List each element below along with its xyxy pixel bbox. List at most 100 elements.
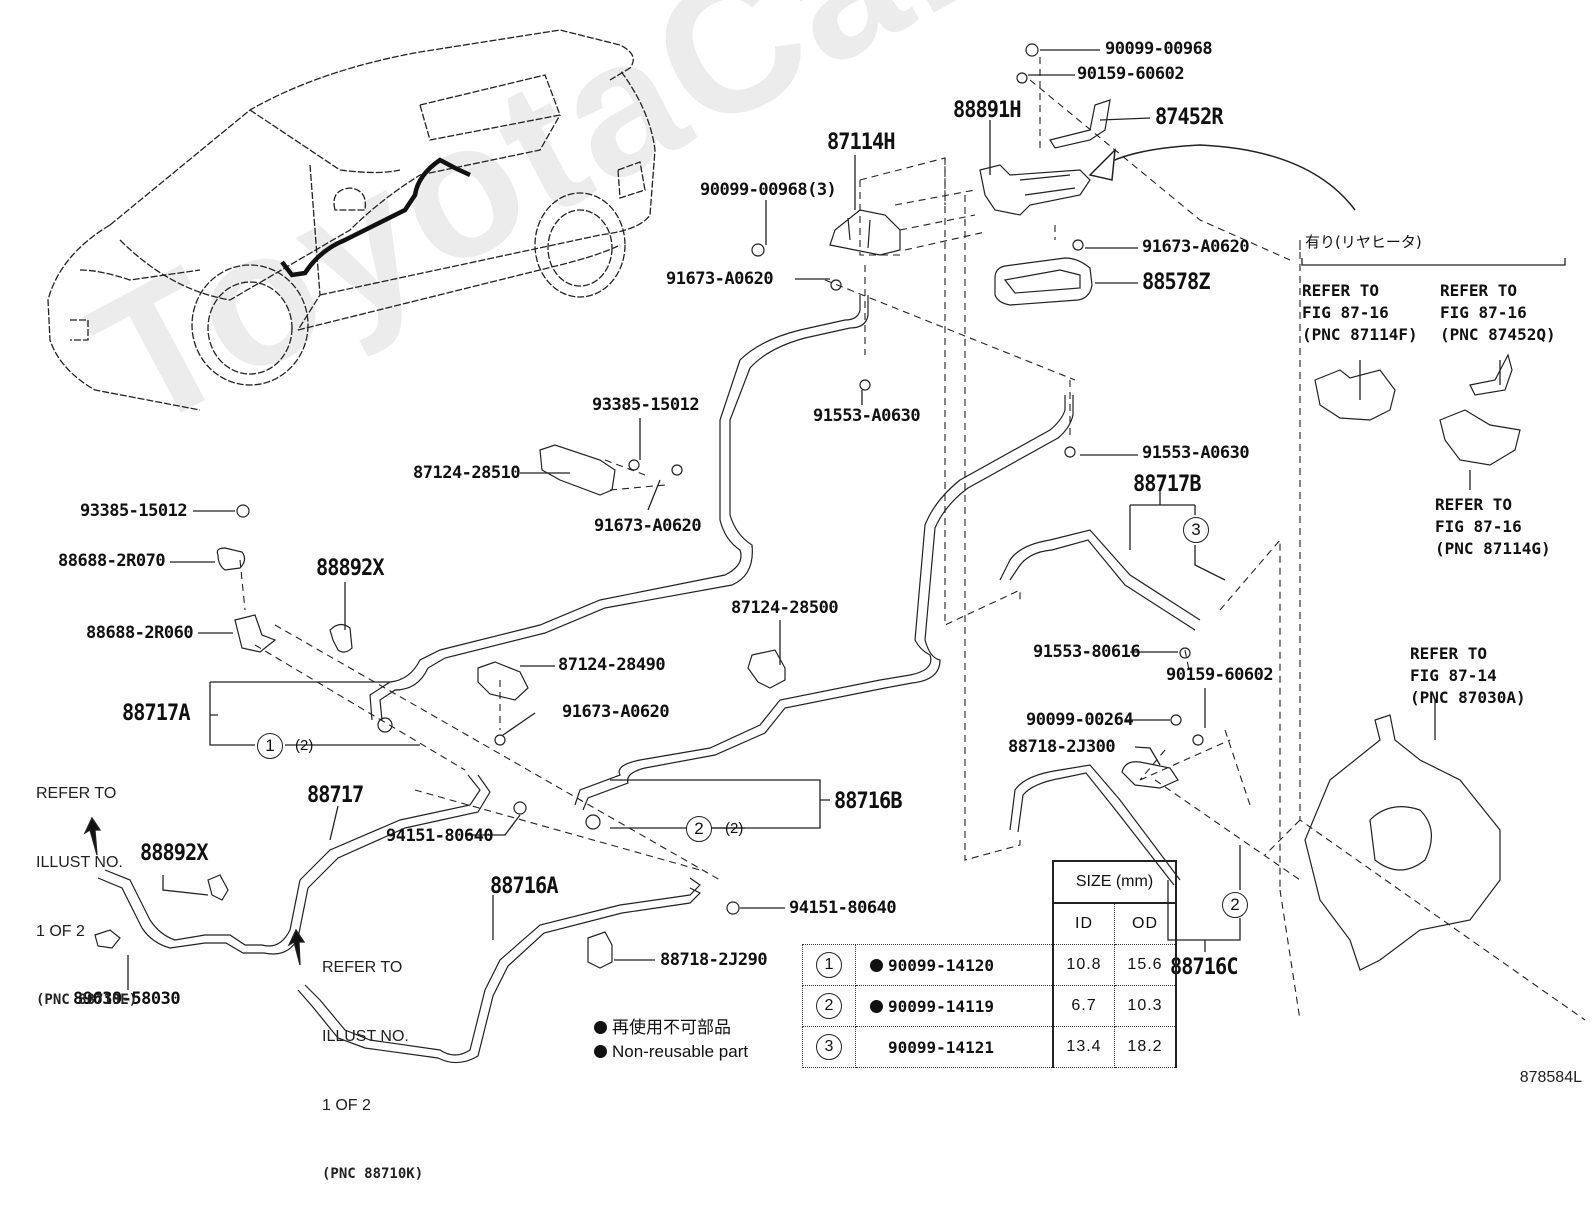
table-row: 1 90099-14120 10.8 15.6 xyxy=(802,944,1177,986)
part-label-88892X[interactable]: 88892X xyxy=(316,556,385,581)
fasteners xyxy=(236,43,1204,915)
od-value: 18.2 xyxy=(1114,1026,1177,1068)
clamp-88892X-bottom xyxy=(207,874,229,901)
part-label-87452R[interactable]: 87452R xyxy=(1155,105,1224,130)
part-label-88891H[interactable]: 88891H xyxy=(953,98,1022,123)
gasket-88578Z xyxy=(994,257,1093,306)
part-label-88892X[interactable]: 88892X xyxy=(140,841,209,866)
non-reusable-dot xyxy=(594,1045,607,1058)
part-number[interactable]: 90099-14121 xyxy=(888,1037,994,1057)
clamp-88718-2J300 xyxy=(1121,761,1179,789)
clip-89639-58030 xyxy=(94,929,121,949)
arrow-up-88710K xyxy=(287,928,306,966)
part-number[interactable]: 90099-14120 xyxy=(888,955,994,975)
refer-line: REFER TO xyxy=(1435,495,1513,514)
part-label-91673-A0620[interactable]: 91673-A0620 xyxy=(666,269,774,289)
leader-lines xyxy=(127,49,1566,990)
refer-note-87114F[interactable]: REFER TO FIG 87-16 (PNC 87114F) xyxy=(1302,280,1418,346)
ref-circle: 1 xyxy=(816,952,842,978)
refer-line: ILLUST NO. xyxy=(322,1028,409,1045)
id-value: 13.4 xyxy=(1052,1026,1115,1068)
refer-line: FIG 87-16 xyxy=(1302,303,1389,322)
part-label-88716C[interactable]: 88716C xyxy=(1170,955,1239,980)
part-label-87114H[interactable]: 87114H xyxy=(827,130,896,155)
part-label-88688-2R060[interactable]: 88688-2R060 xyxy=(86,623,194,643)
refer-pnc: (PNC 88710E) xyxy=(36,992,138,1008)
refer-line: 1 OF 2 xyxy=(322,1097,371,1114)
clip-87124-28500 xyxy=(747,649,786,689)
o-ring-size-table: SIZE (mm) ID OD 1 90099-14120 10.8 15.6 … xyxy=(802,860,1177,1068)
refer-pnc: (PNC 88710K) xyxy=(322,1166,424,1182)
part-label-91553-80616[interactable]: 91553-80616 xyxy=(1033,642,1141,662)
refer-line: FIG 87-16 xyxy=(1440,303,1527,322)
vehicle-illustration xyxy=(47,29,656,411)
refer-pnc: (PNC 87114G) xyxy=(1435,539,1551,558)
refer-note-87114G[interactable]: REFER TO FIG 87-16 (PNC 87114G) xyxy=(1435,494,1551,560)
part-label-87124-28500[interactable]: 87124-28500 xyxy=(731,598,839,618)
non-reusable-dot xyxy=(870,958,883,972)
part-number[interactable]: 90099-14119 xyxy=(888,996,994,1016)
part-label-87124-28490[interactable]: 87124-28490 xyxy=(558,655,666,675)
rear-heater-part-87114F xyxy=(1314,369,1396,421)
part-label-88718-2J300[interactable]: 88718-2J300 xyxy=(1008,737,1116,757)
table-row: 2 90099-14119 6.7 10.3 xyxy=(802,985,1177,1027)
refer-note-88710K[interactable]: REFER TO ILLUST NO. 1 OF 2 (PNC 88710K) xyxy=(322,910,423,1209)
part-label-88718-2J290[interactable]: 88718-2J290 xyxy=(660,950,768,970)
legend-en: Non-reusable part xyxy=(612,1042,749,1061)
part-label-91673-A0620[interactable]: 91673-A0620 xyxy=(1142,237,1250,257)
size-header: SIZE (mm) xyxy=(1052,860,1177,904)
non-reusable-dot xyxy=(594,1021,607,1034)
part-label-91553-A0630[interactable]: 91553-A0630 xyxy=(813,406,921,426)
part-label-88578Z[interactable]: 88578Z xyxy=(1142,270,1211,295)
bracket-87114H xyxy=(829,209,901,256)
part-label-88688-2R070[interactable]: 88688-2R070 xyxy=(58,551,166,571)
clip-87124-28490 xyxy=(477,661,529,701)
od-value: 15.6 xyxy=(1114,944,1177,986)
refer-note-87030A[interactable]: REFER TO FIG 87-14 (PNC 87030A) xyxy=(1410,643,1526,709)
callout-2: 2 xyxy=(686,816,712,842)
curved-arrow xyxy=(1109,144,1356,211)
part-label-93385-15012[interactable]: 93385-15012 xyxy=(592,395,700,415)
pipes xyxy=(97,295,1201,1064)
part-label-91553-A0630[interactable]: 91553-A0630 xyxy=(1142,443,1250,463)
clip-88718-2J290 xyxy=(587,931,613,969)
od-value: 10.3 xyxy=(1114,985,1177,1027)
part-label-88717B[interactable]: 88717B xyxy=(1133,472,1202,497)
refer-line: FIG 87-16 xyxy=(1435,517,1522,536)
part-label-88716A[interactable]: 88716A xyxy=(490,874,559,899)
part-label-88717[interactable]: 88717 xyxy=(307,783,364,808)
col-od-header: OD xyxy=(1114,902,1177,945)
part-label-90099-00968-qty3[interactable]: 90099-00968(3) xyxy=(700,180,837,200)
refer-line: REFER TO xyxy=(1440,281,1518,300)
refer-note-88710E[interactable]: REFER TO ILLUST NO. 1 OF 2 (PNC 88710E) xyxy=(36,736,137,1035)
part-label-88717A[interactable]: 88717A xyxy=(122,701,191,726)
rear-heater-part-87452Q xyxy=(1469,353,1513,396)
refer-line: 1 OF 2 xyxy=(36,923,85,940)
part-label-90159-60602[interactable]: 90159-60602 xyxy=(1166,665,1274,685)
part-label-90099-00968[interactable]: 90099-00968 xyxy=(1105,39,1213,59)
refer-pnc: (PNC 87452Q) xyxy=(1440,325,1556,344)
refer-pnc: (PNC 87114F) xyxy=(1302,325,1418,344)
diagram-artwork xyxy=(47,29,1586,1064)
col-id-header: ID xyxy=(1052,902,1115,945)
rear-heater-header: 有り(リヤヒータ) xyxy=(1305,233,1422,251)
arrow-up-88710E xyxy=(83,816,102,856)
part-label-94151-80640[interactable]: 94151-80640 xyxy=(386,826,494,846)
part-label-90159-60602[interactable]: 90159-60602 xyxy=(1077,64,1185,84)
part-label-87124-28510[interactable]: 87124-28510 xyxy=(413,463,521,483)
clamp-88688-2R070 xyxy=(216,547,246,571)
heater-unit xyxy=(1304,714,1501,971)
part-label-91673-A0620[interactable]: 91673-A0620 xyxy=(562,702,670,722)
part-label-93385-15012[interactable]: 93385-15012 xyxy=(80,501,188,521)
part-label-88716B[interactable]: 88716B xyxy=(834,789,903,814)
callout-1: 1 xyxy=(257,733,283,759)
part-label-91673-A0620[interactable]: 91673-A0620 xyxy=(594,516,702,536)
refer-note-87452Q[interactable]: REFER TO FIG 87-16 (PNC 87452Q) xyxy=(1440,280,1556,346)
callout-3: 3 xyxy=(1183,517,1209,543)
part-label-89639-58030[interactable]: 89639-58030 xyxy=(73,989,181,1009)
clamp-88892X-top xyxy=(329,623,353,653)
legend-jp: 再使用不可部品 xyxy=(612,1018,731,1037)
harness-route xyxy=(280,157,471,278)
refer-line: ILLUST NO. xyxy=(36,854,123,871)
part-label-90099-00264[interactable]: 90099-00264 xyxy=(1026,710,1134,730)
